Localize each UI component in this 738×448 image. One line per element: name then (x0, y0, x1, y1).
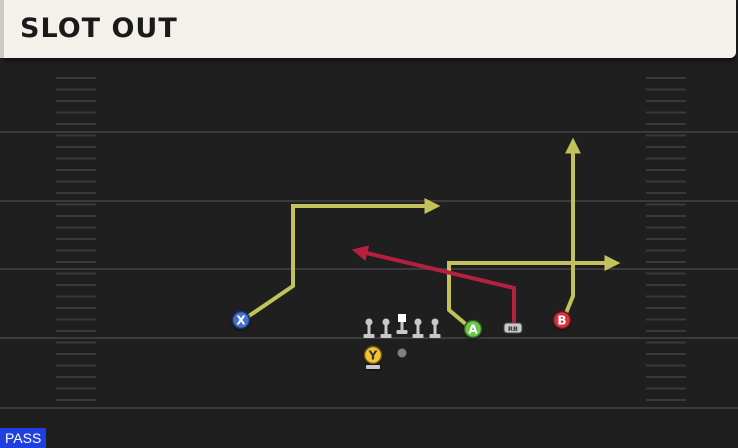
center-icon (396, 314, 408, 334)
rb-icon (503, 322, 523, 334)
x-label: X (236, 314, 246, 328)
y-marker (363, 345, 383, 365)
player-y[interactable]: Y (363, 345, 383, 370)
rb-label: RB (508, 325, 518, 333)
a-marker (463, 319, 483, 339)
lineman-icon (363, 318, 375, 338)
play-type-badge: PASS (0, 428, 47, 448)
y-label: Y (368, 349, 378, 363)
hash-marks-left (56, 77, 96, 401)
play-title: SLOT OUT (20, 13, 178, 44)
hash-marks-right (646, 77, 686, 401)
yard-lines (0, 131, 738, 409)
offensive-line (363, 314, 441, 338)
title-bar: SLOT OUT (0, 0, 736, 58)
b-label: B (557, 314, 566, 328)
routes (241, 137, 621, 328)
x-route (241, 198, 441, 322)
a-label: A (468, 323, 478, 337)
b-marker (552, 310, 572, 330)
x-marker (231, 310, 251, 330)
rb-route (351, 245, 516, 324)
player-rb[interactable]: RB (503, 322, 523, 334)
quarterback-icon (397, 348, 407, 358)
y-stand (366, 365, 380, 369)
player-x[interactable]: X (231, 310, 251, 330)
player-a[interactable]: A (463, 319, 483, 339)
player-b[interactable]: B (552, 310, 572, 330)
a-route (447, 255, 621, 328)
lineman-icon (429, 318, 441, 338)
b-route (562, 137, 581, 319)
lineman-icon (380, 318, 392, 338)
lineman-icon (412, 318, 424, 338)
